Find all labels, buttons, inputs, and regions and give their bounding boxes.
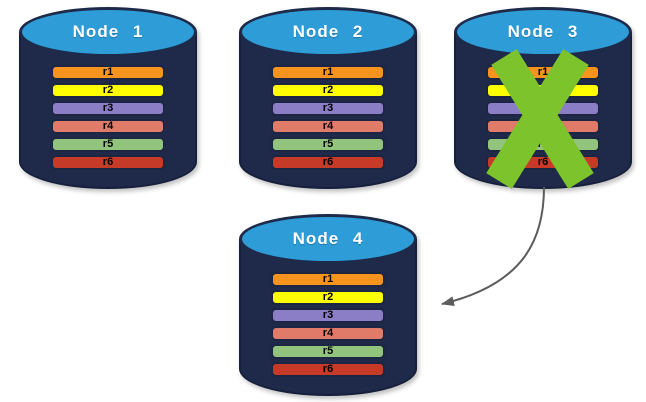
record-label: r4: [102, 120, 114, 132]
record-bar-r6: r6: [271, 362, 385, 377]
record-label: r2: [322, 291, 334, 303]
record-bar-r4: r4: [271, 119, 385, 134]
database-node-2: Node 2 r1 r2 r3 r4 r5 r6: [239, 7, 417, 189]
arrow-path: [441, 186, 545, 307]
record-label: r1: [322, 273, 334, 285]
database-node-4: Node 4 r1 r2 r3 r4 r5 r6: [239, 214, 417, 396]
record-list: r1 r2 r3 r4 r5 r6: [271, 272, 385, 380]
node-title: Node 4: [292, 229, 364, 248]
cylinder-top: Node 3: [454, 7, 632, 57]
replication-arrow: [441, 186, 545, 307]
failure-x-icon: [486, 49, 594, 189]
record-label: r6: [537, 156, 549, 168]
record-label: r2: [102, 84, 114, 96]
cylinder-top: Node 1: [19, 7, 197, 57]
record-label: r5: [102, 138, 114, 150]
record-label: r3: [322, 102, 334, 114]
record-bar-r1: r1: [271, 272, 385, 287]
record-bar-r6: r6: [271, 155, 385, 170]
record-bar-r1: r1: [51, 65, 165, 80]
record-label: r6: [322, 363, 334, 375]
record-bar-r2: r2: [271, 83, 385, 98]
record-label: r1: [102, 66, 114, 78]
record-label: r3: [102, 102, 114, 114]
record-bar-r5: r5: [51, 137, 165, 152]
record-bar-r4: r4: [271, 326, 385, 341]
record-list: r1 r2 r3 r4 r5 r6: [51, 65, 165, 173]
record-bar-r3: r3: [51, 101, 165, 116]
record-label: r4: [322, 120, 334, 132]
node-title: Node 2: [292, 22, 364, 41]
record-label: r1: [322, 66, 334, 78]
database-node-1: Node 1 r1 r2 r3 r4 r5 r6: [19, 7, 197, 189]
record-bar-r1: r1: [271, 65, 385, 80]
cylinder-top: Node 4: [239, 214, 417, 264]
record-bar-r5: r5: [271, 137, 385, 152]
x-stroke: [486, 49, 589, 189]
record-label: r2: [322, 84, 334, 96]
record-bar-r2: r2: [271, 290, 385, 305]
node-title: Node 3: [507, 22, 579, 41]
cylinder-top: Node 2: [239, 7, 417, 57]
record-label: r4: [322, 327, 334, 339]
node-title: Node 1: [72, 22, 144, 41]
record-label: r6: [322, 156, 334, 168]
record-label: r6: [102, 156, 114, 168]
database-node-3: Node 3 r1 r2 r3 r4 r5 r6: [454, 7, 632, 189]
record-label: r1: [537, 66, 549, 78]
record-list: r1 r2 r3 r4 r5 r6: [271, 65, 385, 173]
record-bar-r4: r4: [51, 119, 165, 134]
record-bar-r2: r2: [51, 83, 165, 98]
record-bar-r5: r5: [271, 344, 385, 359]
record-label: r3: [322, 309, 334, 321]
record-bar-r3: r3: [271, 308, 385, 323]
record-bar-r3: r3: [271, 101, 385, 116]
record-label: r5: [322, 345, 334, 357]
record-label: r5: [322, 138, 334, 150]
record-bar-r6: r6: [51, 155, 165, 170]
